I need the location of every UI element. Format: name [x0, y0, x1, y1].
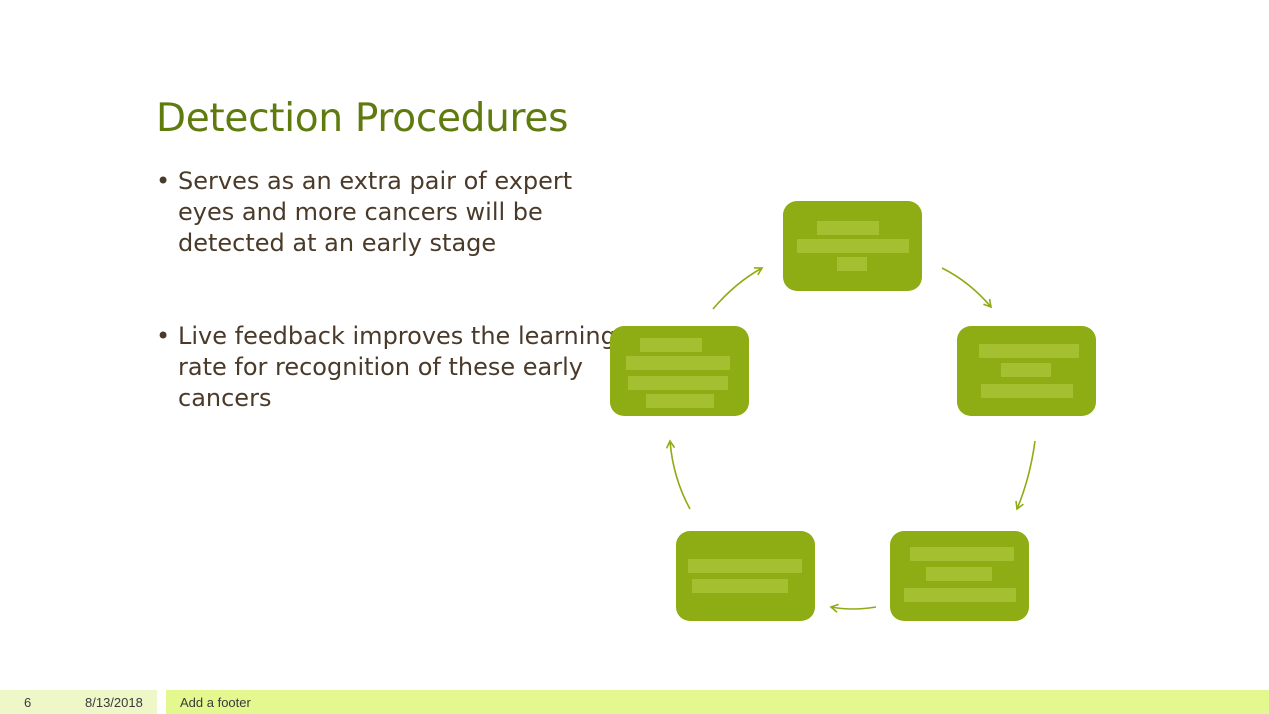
- slide-date: 8/13/2018: [85, 695, 143, 710]
- bullet-list: • Serves as an extra pair of expert eyes…: [156, 166, 626, 414]
- cycle-arrow: [829, 603, 877, 613]
- cycle-step-box: [610, 326, 749, 416]
- cycle-step-box: [957, 326, 1096, 416]
- footer-left-band: 6 8/13/2018: [0, 690, 157, 714]
- slide-title: Detection Procedures: [156, 96, 569, 141]
- footer-right-band: [166, 690, 1269, 714]
- slide-number: 6: [24, 695, 32, 710]
- cycle-step-box: [783, 201, 922, 291]
- cycle-arrow: [712, 267, 764, 310]
- cycle-step-box: [890, 531, 1029, 621]
- cycle-arrow: [1015, 440, 1036, 511]
- bullet-dot-icon: •: [156, 322, 171, 350]
- cycle-arrow: [665, 439, 691, 510]
- cycle-step-box: [676, 531, 815, 621]
- cycle-arrow: [941, 267, 993, 309]
- bullet-text: Serves as an extra pair of expert eyes a…: [178, 167, 573, 257]
- bullet-item: • Live feedback improves the learning ra…: [156, 321, 626, 414]
- slide-footer: 6 8/13/2018 Add a footer: [0, 690, 1269, 714]
- bullet-dot-icon: •: [156, 167, 171, 195]
- bullet-item: • Serves as an extra pair of expert eyes…: [156, 166, 626, 259]
- bullet-text: Live feedback improves the learning rate…: [178, 322, 616, 412]
- footer-text[interactable]: Add a footer: [180, 695, 251, 710]
